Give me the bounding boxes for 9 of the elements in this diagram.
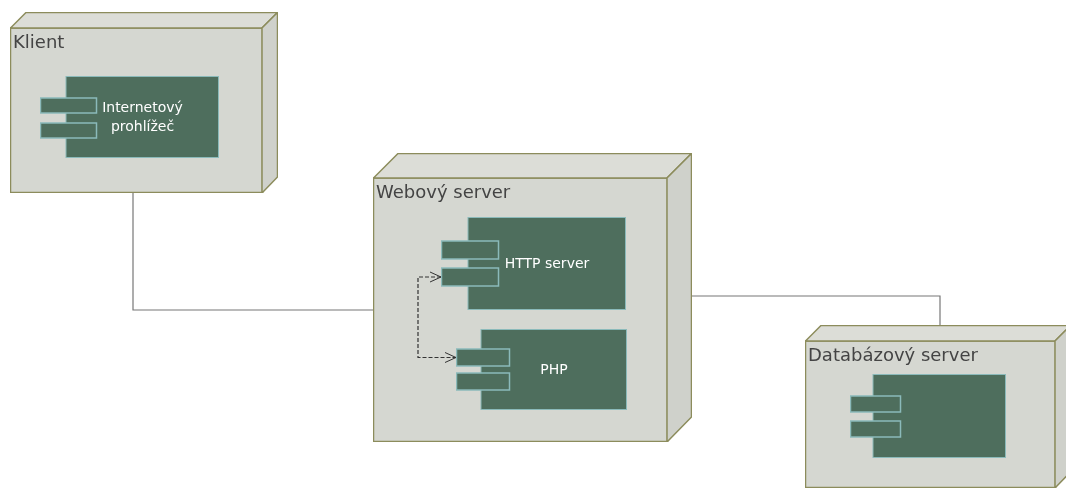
component-label: Internetový prohlížeč <box>101 98 184 136</box>
component-label: HTTP server <box>504 254 590 273</box>
connection-line <box>691 295 941 326</box>
node-title: Klient <box>13 33 65 51</box>
connection-line <box>132 192 374 311</box>
component-label: PHP <box>540 360 568 379</box>
node-title: Webový server <box>376 183 511 201</box>
dependency-arrow <box>417 271 457 363</box>
node-title: Databázový server <box>808 346 978 364</box>
